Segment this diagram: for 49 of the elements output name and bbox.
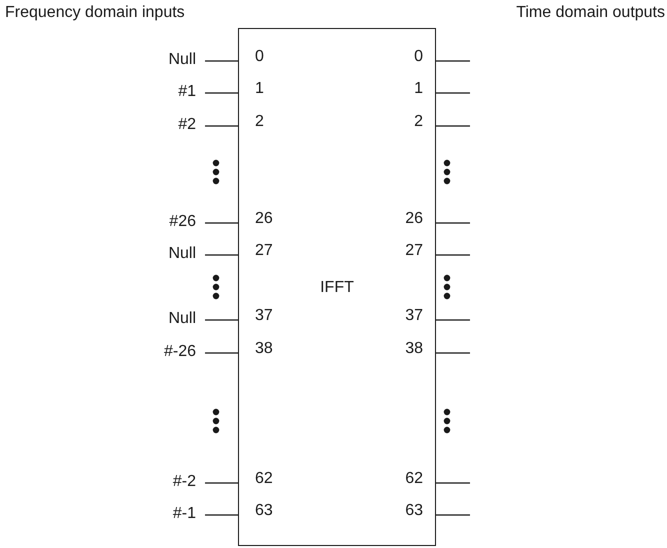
- connector-line: [436, 352, 470, 354]
- port-number: 37: [255, 307, 273, 325]
- port-number: 0: [414, 48, 423, 66]
- connector-line: [205, 125, 238, 127]
- connector-line: [205, 319, 238, 321]
- connector-line: [436, 222, 470, 224]
- port-number: 38: [405, 340, 423, 358]
- connector-line: [436, 319, 470, 321]
- port-number: 2: [414, 113, 423, 131]
- connector-line: [436, 254, 470, 256]
- port-number: 37: [405, 307, 423, 325]
- input-label: Null: [168, 51, 196, 69]
- connector-line: [205, 222, 238, 224]
- input-label: #-1: [172, 505, 196, 523]
- input-label: #-26: [164, 343, 196, 361]
- port-number: 1: [414, 80, 423, 98]
- connector-line: [436, 92, 470, 94]
- port-number: 27: [255, 242, 273, 260]
- port-number: 26: [255, 210, 273, 228]
- port-number: 0: [255, 48, 264, 66]
- connector-line: [436, 125, 470, 127]
- port-number: 63: [405, 502, 423, 520]
- ifft-block: [238, 28, 436, 546]
- port-number: 2: [255, 113, 264, 131]
- port-number: 1: [255, 80, 264, 98]
- port-number: 38: [255, 340, 273, 358]
- connector-line: [205, 60, 238, 62]
- input-label: #-2: [172, 473, 196, 491]
- column-heading: Frequency domain inputs: [5, 4, 185, 22]
- port-number: 62: [255, 470, 273, 488]
- column-heading: Time domain outputs: [516, 4, 665, 22]
- connector-line: [205, 254, 238, 256]
- block-title: IFFT: [319, 279, 355, 297]
- connector-line: [205, 92, 238, 94]
- connector-line: [436, 514, 470, 516]
- input-label: #26: [169, 213, 196, 231]
- port-number: 63: [255, 502, 273, 520]
- port-number: 27: [405, 242, 423, 260]
- connector-line: [205, 482, 238, 484]
- input-label: Null: [168, 310, 196, 328]
- connector-line: [205, 514, 238, 516]
- connector-line: [205, 352, 238, 354]
- port-number: 26: [405, 210, 423, 228]
- port-number: 62: [405, 470, 423, 488]
- connector-line: [436, 60, 470, 62]
- connector-line: [436, 482, 470, 484]
- input-label: Null: [168, 245, 196, 263]
- input-label: #2: [178, 116, 196, 134]
- input-label: #1: [178, 83, 196, 101]
